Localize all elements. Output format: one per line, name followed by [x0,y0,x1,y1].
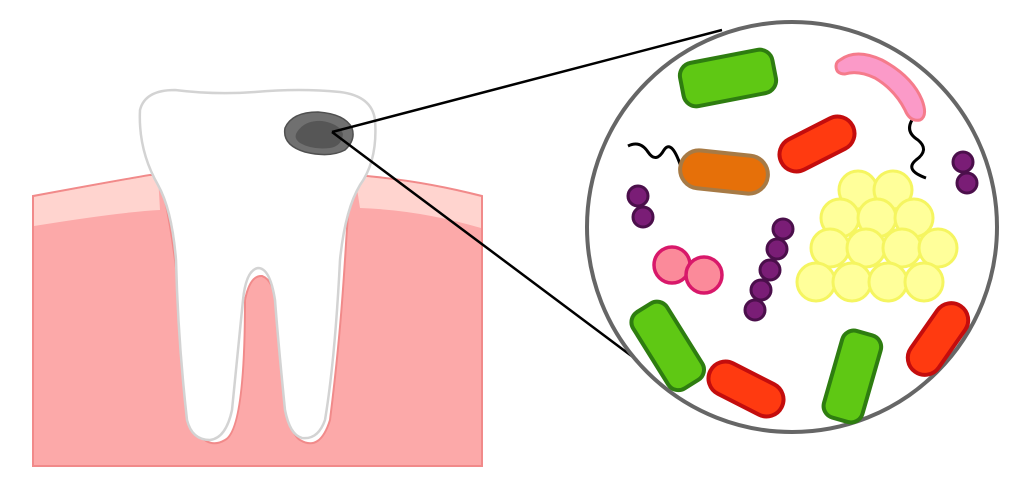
staphylococci-cluster [795,169,959,303]
gum-tissue [32,173,483,467]
green-rod-left [629,299,706,393]
staph-coccus [795,261,837,303]
leader-line-top [331,28,723,134]
staph-coccus [867,261,909,303]
flagellum-pink [908,119,927,180]
leader-lines [331,28,723,362]
red-rod-top [777,114,857,174]
tooth-icon [138,88,377,442]
red-rod-bottom [706,359,786,419]
cocci-pair-left-2 [631,205,655,229]
tooth-body [138,88,377,442]
staph-coccus [831,261,873,303]
cavity-icon [283,111,354,156]
gum-highlight-right [355,176,481,228]
chain-coccus [771,217,795,241]
staph-coccus [917,227,959,269]
cocci-pair-right-2 [955,171,979,195]
cocci-pair-right-1 [951,150,975,174]
staph-coccus [903,261,945,303]
magnifier-circle-icon [585,20,999,434]
flagellum-orange [627,142,684,171]
chain-coccus [743,298,767,322]
chain-coccus [765,237,789,261]
bacteria-icon [626,47,979,425]
streptococci-chain [743,217,795,322]
cocci-pair-left-1 [626,184,650,208]
staph-coccus [881,227,923,269]
green-rod-top [677,47,779,109]
orange-rod [678,148,770,196]
staph-coccus [809,227,851,269]
curved-pink-bacterium [834,52,927,122]
green-rod-bottom [821,328,884,425]
chain-coccus [749,278,773,302]
magnifier-circle [585,20,999,434]
red-rod-right [905,301,971,377]
leader-line-bottom [331,130,638,362]
cavity-inner [295,120,343,149]
gum-highlight-left [34,176,160,226]
staph-coccus [845,227,887,269]
chain-coccus [758,258,782,282]
diplococcus-2 [684,255,724,295]
